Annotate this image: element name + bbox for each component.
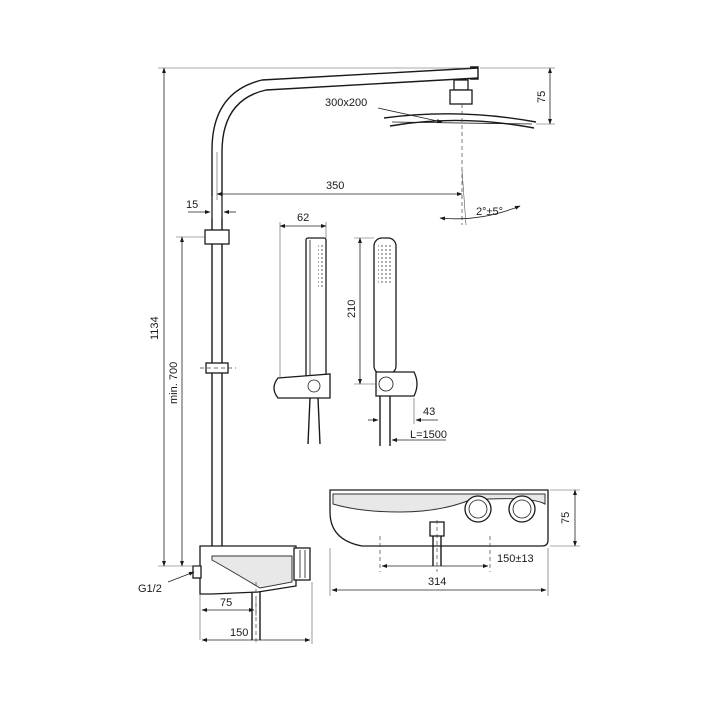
min-height-label: min. 700 <box>168 362 180 404</box>
hose-length-label: L=1500 <box>410 429 447 441</box>
inlet-connector <box>192 565 202 579</box>
dim-spout-offset: 75 <box>199 594 257 640</box>
spout-offset-label: 75 <box>220 597 232 609</box>
dim-thermo-depth: 150 <box>201 582 313 644</box>
total-height-label: 1134 <box>149 316 161 340</box>
dim-arm-reach: 350 <box>216 152 463 200</box>
thermo-width-label: 314 <box>428 576 446 588</box>
dim-head-height: 75 <box>480 67 555 125</box>
hand-width-label: 62 <box>297 212 309 224</box>
dim-pipe-offset: 15 <box>186 196 236 218</box>
inlet-label: G1/2 <box>138 583 162 595</box>
tilt-label: 2°±5° <box>476 206 503 218</box>
temp-knob <box>293 547 311 581</box>
dim-inlet: G1/2 <box>138 571 195 595</box>
shower-column <box>200 66 479 560</box>
hand-shower-front: 210 43 L=1500 <box>346 237 447 446</box>
arm-reach-label: 350 <box>326 180 344 192</box>
dim-min-height: min. 700 <box>168 236 206 567</box>
head-height-label: 75 <box>536 91 548 103</box>
upper-clamp <box>204 229 230 245</box>
hand-shower-side: 62 <box>273 212 331 445</box>
thermo-height-label: 75 <box>560 512 572 524</box>
pipe-offset-label: 15 <box>186 199 198 211</box>
tilt-indicator: 2°±5° <box>439 169 521 226</box>
thermostat-side-view <box>192 545 311 642</box>
dim-total-height: 1134 <box>149 67 470 567</box>
dim-rain-size: 300x200 <box>325 97 443 123</box>
rain-shower-head <box>383 79 537 225</box>
rain-size-label: 300x200 <box>325 97 367 109</box>
thermostat-front-view: 75 150±13 314 <box>329 489 580 596</box>
hand-length-label: 210 <box>346 300 358 318</box>
holder-depth-label: 43 <box>423 406 435 418</box>
thermo-depth-label: 150 <box>230 627 248 639</box>
thermo-centers-label: 150±13 <box>497 553 534 565</box>
